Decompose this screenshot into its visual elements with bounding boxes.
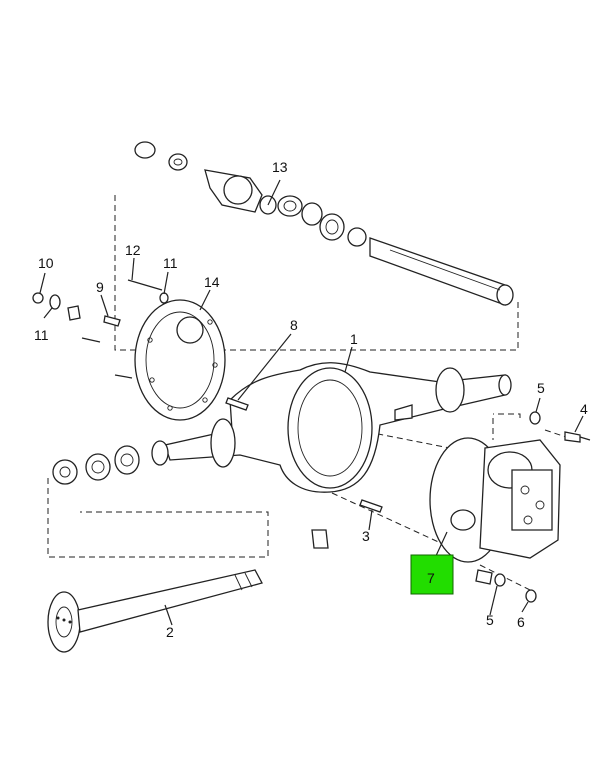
guide-bolt-line xyxy=(544,429,576,441)
fasteners-left xyxy=(32,279,169,379)
callout-8[interactable]: 8 xyxy=(290,317,298,333)
differential-carrier xyxy=(429,437,561,563)
callout-2[interactable]: 2 xyxy=(166,624,174,640)
guide-carrier-box xyxy=(492,413,521,440)
callout-5-upper[interactable]: 5 xyxy=(537,380,545,396)
callout-3[interactable]: 3 xyxy=(362,528,370,544)
guide-stud-line xyxy=(331,492,446,546)
leader-lines xyxy=(39,179,584,626)
callout-1[interactable]: 1 xyxy=(350,331,358,347)
highlight-box[interactable] xyxy=(410,554,454,595)
axle-housing xyxy=(151,362,512,493)
cover-plate xyxy=(134,299,226,421)
callout-12[interactable]: 12 xyxy=(125,242,141,258)
callout-11-left[interactable]: 11 xyxy=(34,327,49,343)
callout-13[interactable]: 13 xyxy=(272,159,288,175)
studs xyxy=(225,397,383,549)
guide-pinion-box xyxy=(114,195,519,351)
callout-14[interactable]: 14 xyxy=(204,274,220,290)
spindle-hardware xyxy=(52,445,140,485)
callout-10[interactable]: 10 xyxy=(38,255,54,271)
guide-shaft-box xyxy=(47,478,269,558)
callout-5-lower[interactable]: 5 xyxy=(486,612,494,628)
pinion-assembly xyxy=(134,141,514,306)
callout-11-top[interactable]: 11 xyxy=(163,255,178,271)
callout-6[interactable]: 6 xyxy=(517,614,525,630)
callout-9[interactable]: 9 xyxy=(96,279,104,295)
guide-axle-line xyxy=(229,404,461,451)
callout-4[interactable]: 4 xyxy=(580,401,588,417)
fasteners-right xyxy=(475,411,591,603)
axle-shaft xyxy=(47,569,263,653)
callout-7[interactable]: 7 xyxy=(427,570,435,586)
